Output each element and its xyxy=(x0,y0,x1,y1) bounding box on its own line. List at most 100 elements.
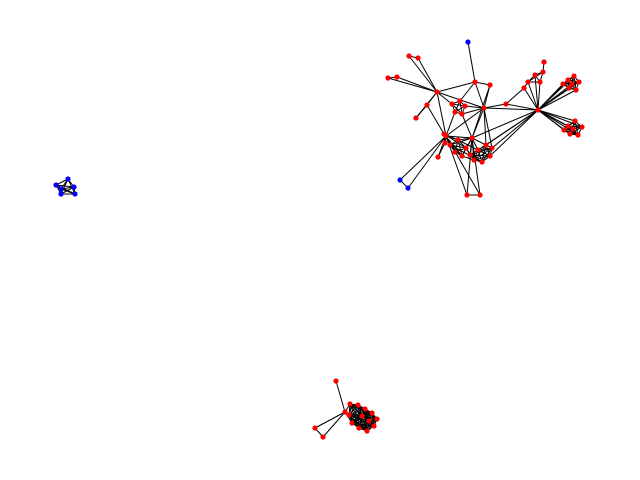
graph-edge xyxy=(426,104,445,135)
graph-edge xyxy=(449,144,467,149)
graph-node-red xyxy=(464,192,470,198)
graph-node-red xyxy=(467,152,473,158)
graph-node-red xyxy=(347,401,353,407)
graph-node-red xyxy=(447,142,453,148)
graph-node-red xyxy=(572,118,578,124)
graph-node-red xyxy=(475,147,481,153)
graph-edge xyxy=(351,420,370,424)
graph-edge xyxy=(60,178,69,195)
graph-node-red xyxy=(472,79,478,85)
graph-edge xyxy=(449,137,473,146)
graph-node-red xyxy=(479,159,485,165)
graph-edge xyxy=(464,105,485,109)
graph-edge xyxy=(471,137,487,146)
graph-node-red xyxy=(575,132,581,138)
graph-node-red xyxy=(369,410,375,416)
graph-node-red xyxy=(463,145,469,151)
graph-node-red xyxy=(385,75,391,81)
graph-edge xyxy=(361,415,368,432)
graph-node-red xyxy=(561,127,567,133)
graph-node-red xyxy=(525,79,531,85)
graph-nodes xyxy=(53,39,585,440)
graph-edge xyxy=(461,113,473,139)
graph-edge xyxy=(537,109,583,128)
graph-edge xyxy=(387,77,438,93)
graph-node-red xyxy=(565,77,571,83)
graph-edge xyxy=(483,107,539,111)
graph-node-red xyxy=(355,402,361,408)
graph-node-blue xyxy=(465,39,471,45)
graph-node-red xyxy=(570,126,576,132)
graph-node-red xyxy=(567,131,573,137)
graph-node-red xyxy=(349,420,355,426)
graph-edge xyxy=(436,91,447,137)
graph-node-red xyxy=(455,137,461,143)
graph-edge xyxy=(471,137,481,196)
graph-node-red xyxy=(406,53,412,59)
graph-node-red xyxy=(565,123,571,129)
graph-edge xyxy=(314,411,346,429)
graph-edge xyxy=(505,87,525,105)
graph-node-red xyxy=(566,85,572,91)
graph-node-red xyxy=(366,418,372,424)
graph-node-red xyxy=(462,103,468,109)
graph-edge xyxy=(449,144,483,163)
graph-edge xyxy=(527,81,539,111)
graph-node-red xyxy=(424,102,430,108)
graph-node-red xyxy=(541,59,547,65)
graph-edge xyxy=(474,81,485,109)
graph-node-red xyxy=(441,131,447,137)
graph-edge xyxy=(537,83,573,111)
graph-node-red xyxy=(503,101,509,107)
graph-edge xyxy=(473,147,493,161)
graph-edge xyxy=(537,81,541,111)
graph-edge xyxy=(461,107,485,115)
graph-edge xyxy=(483,84,491,109)
graph-node-red xyxy=(356,425,362,431)
graph-node-red xyxy=(532,72,538,78)
graph-node-blue xyxy=(72,191,78,197)
graph-edge xyxy=(396,76,438,93)
graph-edge xyxy=(467,41,476,83)
graph-edge xyxy=(399,135,447,181)
graph-node-red xyxy=(371,423,377,429)
graph-edge xyxy=(523,87,539,111)
graph-edge xyxy=(466,137,473,196)
graph-edge xyxy=(335,380,346,413)
graph-edge xyxy=(471,84,491,139)
graph-node-blue xyxy=(58,191,64,197)
graph-node-red xyxy=(312,425,318,431)
graph-node-red xyxy=(435,154,441,160)
graph-edge xyxy=(348,414,370,422)
graph-node-red xyxy=(487,153,493,159)
graph-node-red xyxy=(374,416,380,422)
graph-node-red xyxy=(442,140,448,146)
graph-node-red xyxy=(560,81,566,87)
graph-node-blue xyxy=(397,177,403,183)
graph-edge xyxy=(417,57,438,93)
graph-node-red xyxy=(457,98,463,104)
graph-node-red xyxy=(364,428,370,434)
graph-node-red xyxy=(413,115,419,121)
graph-node-red xyxy=(579,124,585,130)
graph-node-red xyxy=(452,149,458,155)
graph-edge xyxy=(537,83,564,111)
graph-edge xyxy=(481,147,493,163)
graph-node-blue xyxy=(65,176,71,182)
graph-edge xyxy=(534,74,539,111)
graph-node-red xyxy=(487,82,493,88)
graph-node-red xyxy=(434,89,440,95)
graph-node-red xyxy=(459,153,465,159)
graph-edge xyxy=(408,55,438,93)
graph-node-red xyxy=(483,142,489,148)
graph-node-red xyxy=(471,157,477,163)
graph-node-red xyxy=(346,412,352,418)
graph-edge xyxy=(436,81,476,93)
graph-edge xyxy=(483,107,493,149)
graph-edge xyxy=(415,104,428,119)
graph-edge xyxy=(445,135,473,139)
graph-edge xyxy=(505,103,539,111)
graph-node-red xyxy=(320,434,326,440)
graph-node-red xyxy=(362,406,368,412)
graph-node-red xyxy=(333,378,339,384)
